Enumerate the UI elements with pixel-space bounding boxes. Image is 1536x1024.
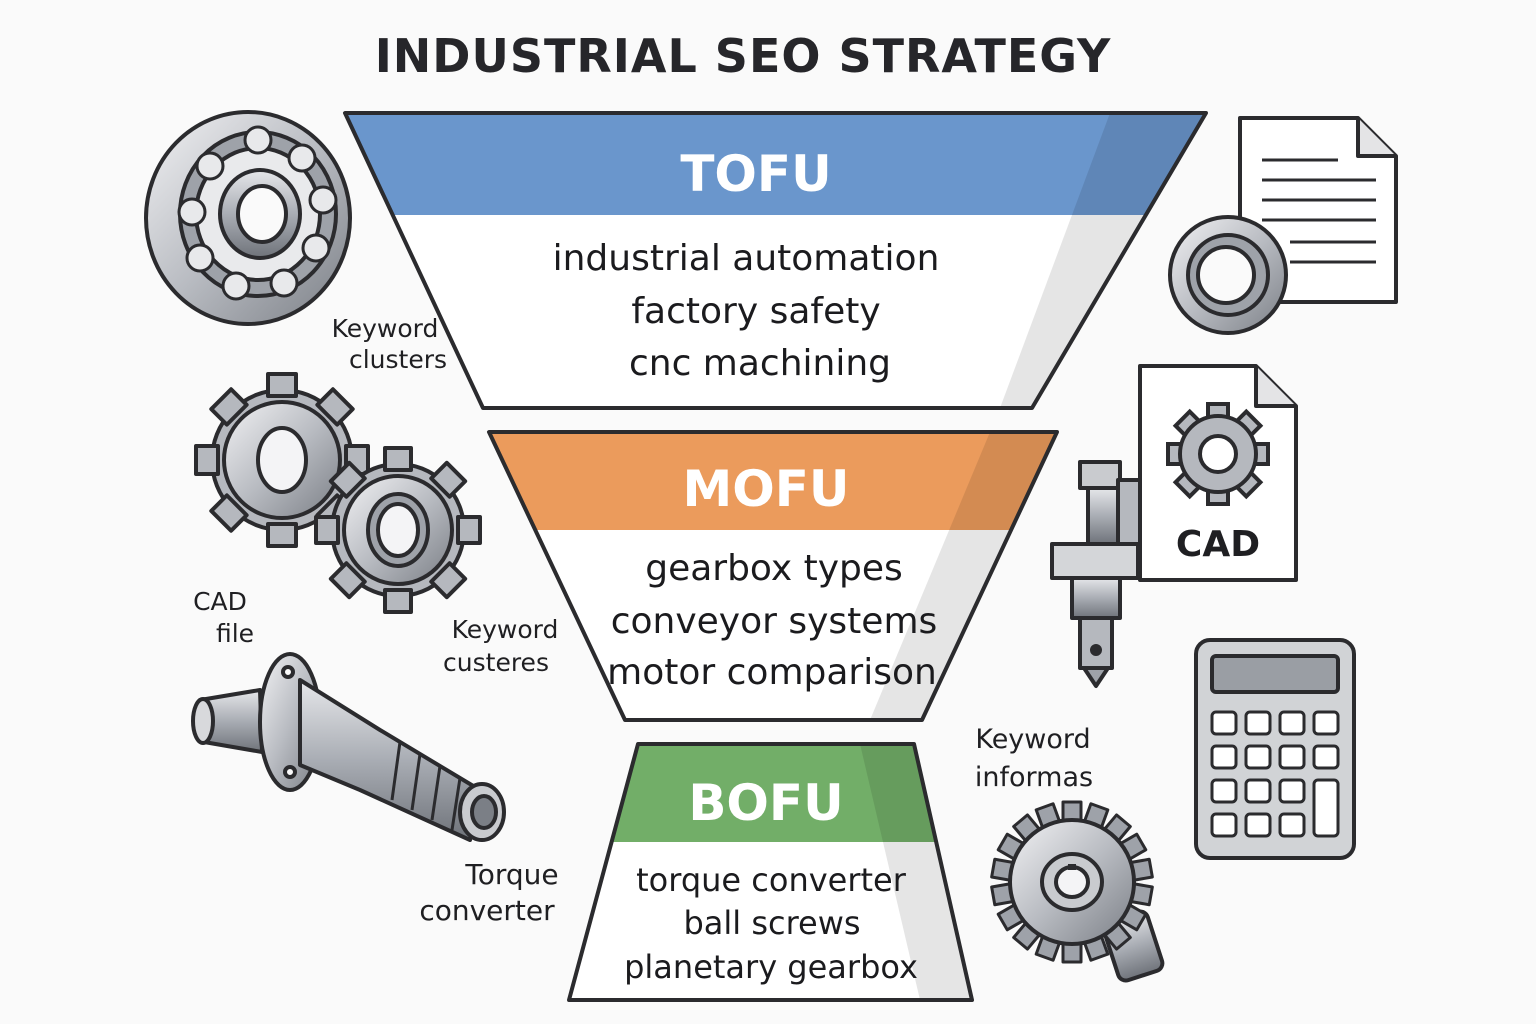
tofu-keyword: industrial automation (553, 238, 940, 279)
mofu-label: MOFU (682, 460, 849, 518)
page-title: INDUSTRIAL SEO STRATEGY (375, 29, 1112, 83)
side-label-keyword-custeres: Keyword (452, 615, 559, 644)
mofu-keyword: gearbox types (645, 548, 903, 589)
mofu-header-band (489, 432, 1057, 530)
funnel-stage-bofu: BOFU torque converter ball screws planet… (567, 742, 974, 1002)
bofu-keyword: torque converter (636, 861, 907, 899)
mofu-keyword: motor comparison (607, 652, 937, 693)
tofu-keyword: factory safety (631, 291, 880, 332)
mofu-shade (870, 432, 1057, 720)
bofu-header-band (569, 744, 972, 842)
flanged-shaft-icon (191, 652, 506, 842)
bevel-gear-icon (990, 800, 1165, 983)
bearing-ring-icon (1168, 215, 1288, 335)
gear-pair-icon (194, 372, 482, 614)
cad-file-label: CAD (1176, 524, 1260, 565)
mofu-outline (487, 430, 1059, 722)
bofu-label: BOFU (688, 774, 843, 832)
side-label-keyword-informas: Keyword (975, 724, 1090, 755)
side-label-cad-file: CAD (193, 587, 247, 616)
tofu-shade (1000, 113, 1206, 408)
bofu-keyword: ball screws (683, 904, 860, 942)
side-label-cad-file: file (216, 619, 254, 648)
ball-bearing-icon (144, 110, 352, 326)
cad-file-icon: CAD (1138, 364, 1298, 582)
tofu-outline (343, 111, 1208, 410)
side-label-keyword-informas: informas (975, 762, 1093, 793)
side-label-keyword-clusters: Keyword (332, 314, 439, 343)
tofu-label: TOFU (680, 145, 831, 203)
bofu-outline (567, 742, 974, 1002)
side-label-torque-converter: Torque (464, 858, 558, 891)
mofu-keyword: conveyor systems (611, 601, 938, 642)
tofu-header-band (345, 113, 1206, 215)
funnel-stage-tofu: TOFU industrial automation factory safet… (343, 111, 1208, 410)
calculator-icon (1194, 638, 1356, 860)
gear-icon (1166, 402, 1270, 506)
tofu-keyword: cnc machining (629, 343, 891, 384)
side-label-keyword-clusters: clusters (349, 345, 447, 374)
side-label-torque-converter: converter (419, 894, 555, 927)
funnel-stage-mofu: MOFU gearbox types conveyor systems moto… (487, 430, 1059, 722)
bofu-shade (860, 744, 972, 1000)
spark-plug-icon (1050, 460, 1142, 688)
side-label-keyword-custeres: custeres (443, 648, 549, 677)
bofu-keyword: planetary gearbox (624, 948, 918, 986)
